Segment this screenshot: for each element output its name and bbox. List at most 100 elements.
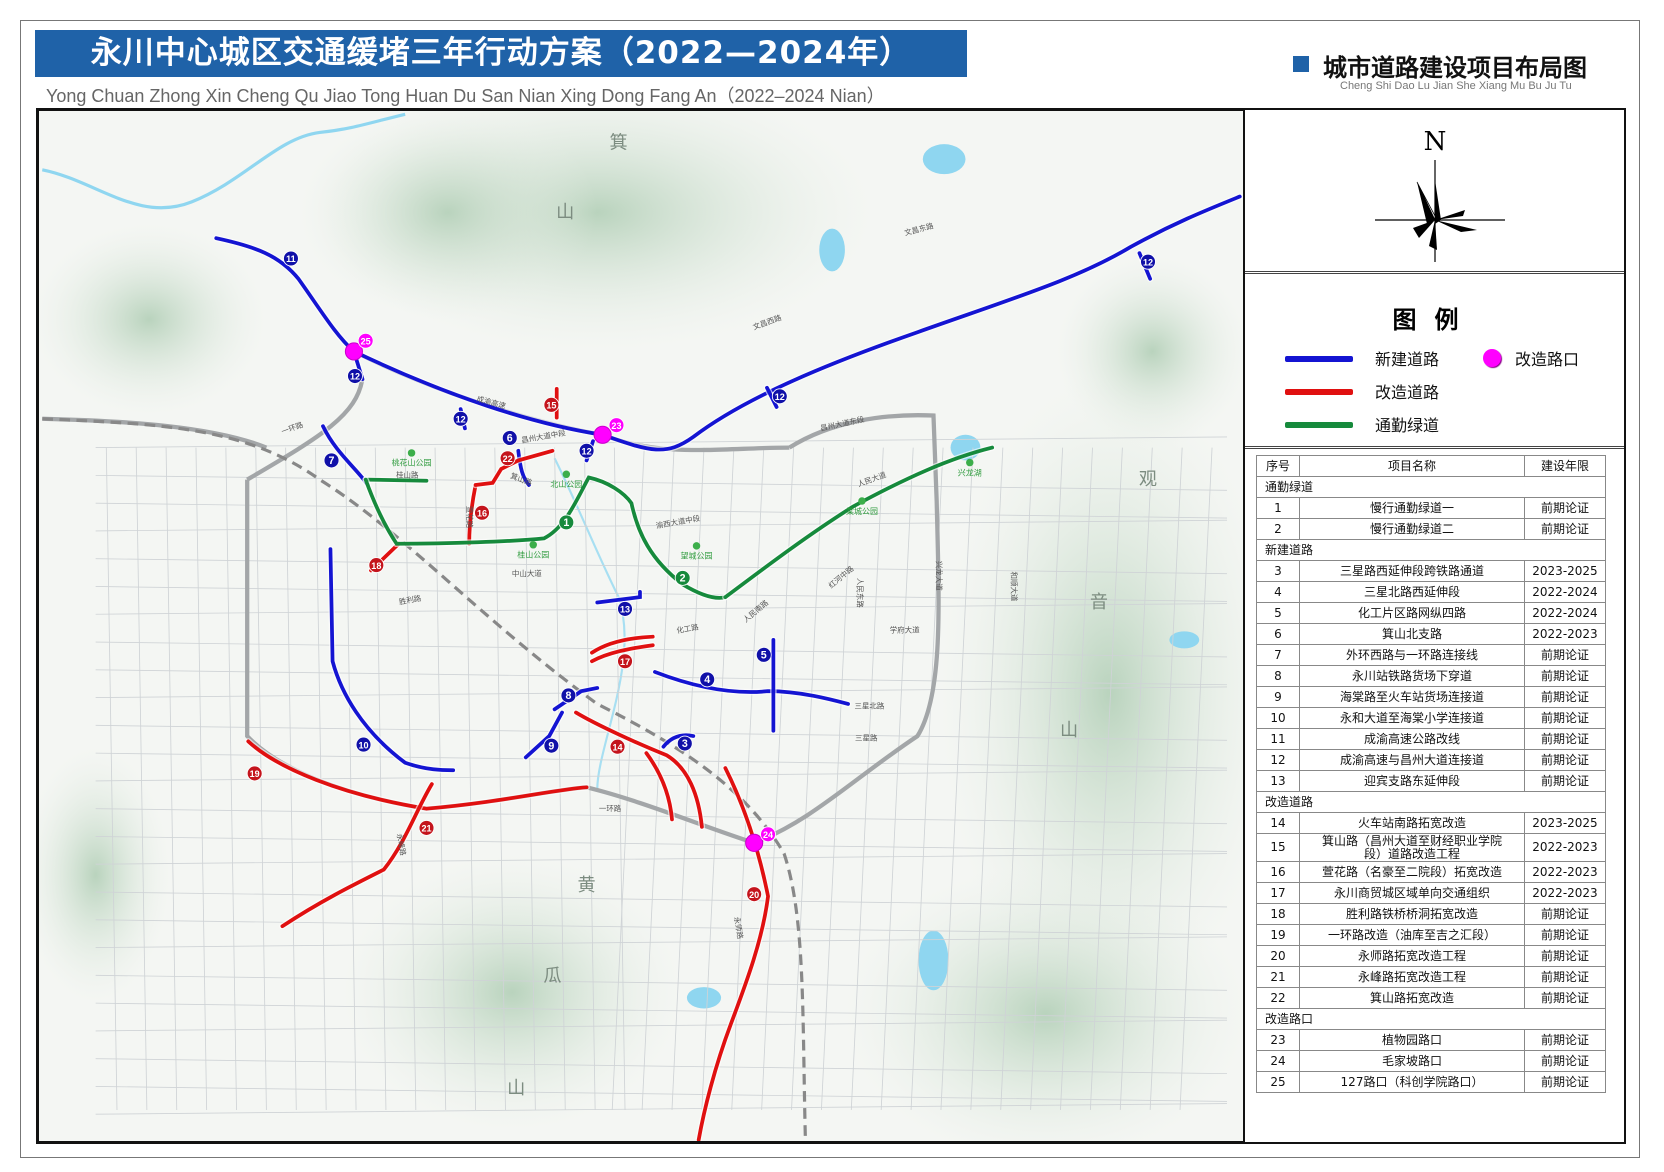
project-marker-label: 18 (371, 561, 381, 571)
project-number: 16 (1256, 861, 1300, 883)
project-name: 成渝高速与昌州大道连接道 (1299, 749, 1525, 771)
project-marker-3[interactable] (676, 735, 693, 752)
project-marker-label: 14 (613, 742, 623, 752)
project-marker-label: 19 (250, 769, 260, 779)
project-marker-24[interactable] (760, 826, 776, 843)
project-marker-16[interactable] (474, 504, 490, 521)
project-marker-14[interactable] (609, 738, 626, 755)
project-marker-label: 7 (329, 455, 335, 467)
map-canvas[interactable]: 成渝高速昌州大道中段昌州大道东段一环路一环路箕山路人民大道兴龙大道学府大道三星北… (38, 110, 1243, 1142)
hill-shading (938, 372, 1243, 1014)
park-icon (562, 470, 571, 479)
project-marker-label: 24 (763, 830, 773, 840)
lake (819, 228, 845, 272)
project-marker-25[interactable] (357, 332, 374, 349)
project-marker-13[interactable] (617, 601, 633, 617)
table-section-title: 改造路口 (1256, 1008, 1606, 1030)
route-6-line (516, 448, 531, 487)
project-marker-12[interactable] (578, 442, 595, 459)
mountain-label: 山 (556, 202, 574, 223)
project-period: 2023-2025 (1524, 812, 1606, 834)
project-period: 前期论证 (1524, 1050, 1606, 1072)
mountain-label: 音 (1090, 592, 1108, 613)
project-marker-20[interactable] (746, 886, 763, 903)
project-marker-label: 9 (548, 740, 554, 752)
project-marker-10[interactable] (355, 736, 372, 753)
project-number: 17 (1256, 882, 1300, 904)
project-marker-12[interactable] (1140, 253, 1156, 270)
project-marker-21[interactable] (418, 820, 435, 836)
hill-shading (38, 746, 171, 1004)
legend-rebuild-road-label: 改造道路 (1375, 383, 1440, 402)
project-period: 前期论证 (1524, 707, 1606, 729)
project-marker-7[interactable] (323, 452, 340, 469)
project-marker-4[interactable] (699, 671, 716, 688)
road-label: 萱花路 (465, 506, 475, 529)
mountain-label: 山 (507, 1078, 525, 1099)
lake (1169, 631, 1200, 649)
project-marker-22[interactable] (499, 450, 516, 467)
project-marker-23[interactable] (608, 417, 625, 434)
project-marker-label: 25 (361, 336, 371, 346)
road-label: 三星北路 (855, 700, 885, 710)
project-marker-label: 23 (611, 421, 621, 431)
project-name: 萱花路（名豪至二院段）拓宽改造 (1299, 861, 1525, 883)
project-marker-6[interactable] (501, 430, 518, 446)
project-marker-8[interactable] (560, 687, 577, 704)
route-11-line (214, 236, 356, 354)
project-period: 前期论证 (1524, 665, 1606, 687)
project-marker-15[interactable] (543, 396, 560, 413)
route-20-line (696, 766, 770, 1142)
project-name: 外环西路与一环路连接线 (1299, 644, 1525, 666)
project-marker-9[interactable] (543, 737, 560, 754)
road-label: 学府大道 (890, 624, 920, 634)
project-name: 永师路拓宽改造工程 (1299, 945, 1525, 967)
project-number: 1 (1256, 497, 1300, 519)
road-label: 三星路 (855, 732, 878, 742)
park-label: 兴龙湖 (958, 467, 982, 477)
project-marker-2[interactable] (674, 570, 691, 586)
route-1-branch-line (363, 477, 429, 483)
project-marker-1[interactable] (558, 514, 575, 531)
map-svg: 成渝高速昌州大道中段昌州大道东段一环路一环路箕山路人民大道兴龙大道学府大道三星北… (38, 110, 1243, 1142)
park-label: 棠城公园 (846, 506, 878, 516)
project-name: 三星北路西延伸段 (1299, 581, 1525, 603)
project-marker-18[interactable] (368, 557, 385, 574)
mountain-label: 箕 (610, 132, 628, 153)
route-3-line (661, 733, 696, 749)
intersection-node-icon[interactable] (745, 833, 764, 852)
project-marker-12[interactable] (771, 388, 788, 405)
page-frame (20, 20, 1640, 1158)
project-marker-19[interactable] (246, 765, 263, 782)
project-period: 前期论证 (1524, 945, 1606, 967)
main-road (246, 377, 365, 482)
project-name: 胜利路铁桥桥洞拓宽改造 (1299, 903, 1525, 925)
project-marker-label: 11 (286, 254, 296, 264)
project-marker-5[interactable] (755, 646, 772, 663)
project-period: 前期论证 (1524, 1071, 1606, 1093)
project-marker-17[interactable] (617, 653, 633, 670)
project-marker-12[interactable] (347, 368, 363, 384)
park-icon (966, 458, 974, 467)
road-label: 一环路 (599, 803, 622, 813)
intersection-node-icon[interactable] (344, 342, 363, 361)
project-number: 18 (1256, 903, 1300, 925)
intersection-node-icon[interactable] (593, 425, 612, 444)
project-marker-11[interactable] (283, 250, 299, 267)
project-marker-label: 12 (775, 392, 785, 402)
table-section-title: 改造道路 (1256, 791, 1606, 813)
project-marker-12[interactable] (452, 410, 469, 427)
park-label: 望城公园 (681, 551, 713, 561)
road-label: 兴龙大道 (935, 561, 945, 591)
hill-shading (341, 853, 683, 1132)
